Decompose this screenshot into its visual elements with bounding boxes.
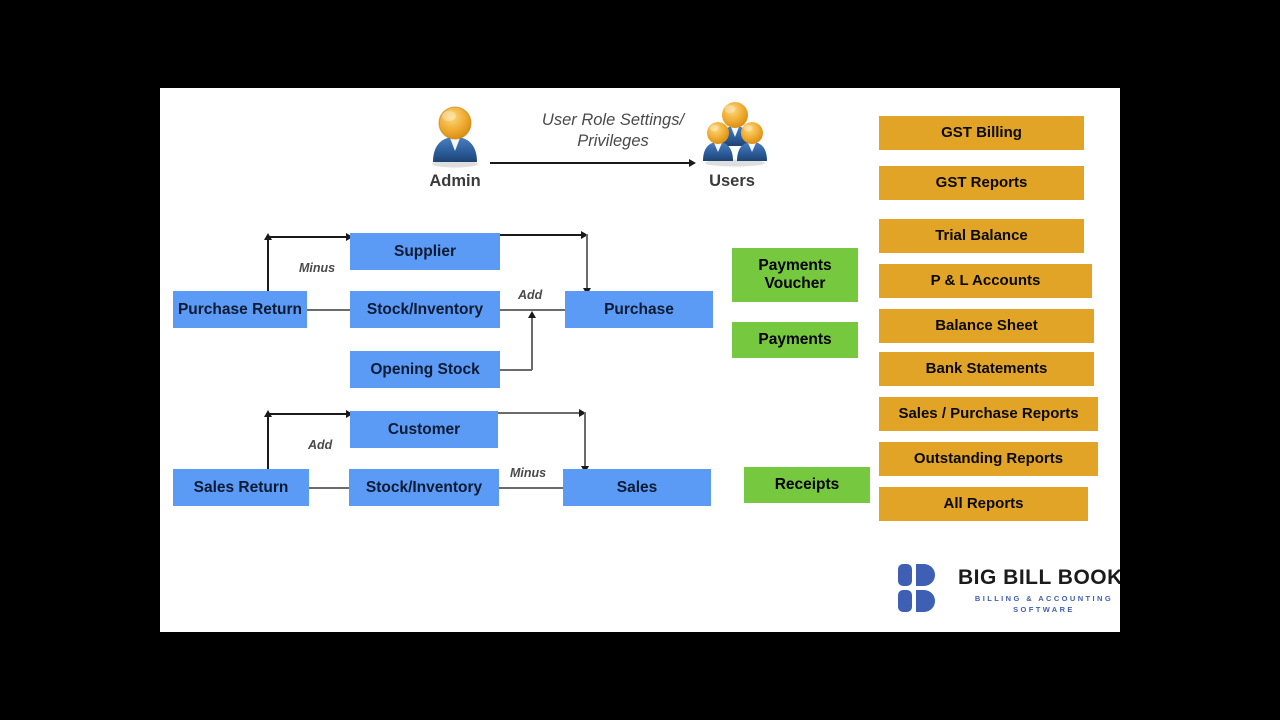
report-outstanding-reports[interactable]: Outstanding Reports — [879, 442, 1098, 476]
node-supplier-label: Supplier — [393, 242, 456, 260]
node-customer-label: Customer — [387, 420, 461, 438]
report-bank-statements-label: Bank Statements — [925, 360, 1048, 378]
node-purchase[interactable]: Purchase — [565, 291, 713, 328]
node-opening-stock-label: Opening Stock — [370, 360, 480, 378]
customer-to-sales-head — [579, 409, 586, 417]
purchase-return-to-supplier-head — [346, 233, 353, 241]
opening-stock-riser-head — [528, 311, 536, 318]
logo-tagline-line1: BILLING & ACCOUNTING — [974, 594, 1114, 603]
customer-to-sales-line — [498, 412, 583, 414]
stock-to-sales-line — [499, 487, 564, 489]
report-trial-balance[interactable]: Trial Balance — [879, 219, 1084, 253]
node-stock-inventory-purchase[interactable]: Stock/Inventory — [350, 291, 500, 328]
node-purchase-label: Purchase — [604, 300, 674, 318]
edge-label-minus-sales: Minus — [510, 466, 547, 480]
supplier-to-purchase-head — [581, 231, 588, 239]
report-all-reports[interactable]: All Reports — [879, 487, 1088, 521]
purchase-return-riser — [267, 236, 269, 298]
supplier-to-purchase-line — [500, 234, 585, 236]
report-p-and-l-accounts-label: P & L Accounts — [930, 272, 1041, 290]
report-sales-purchase-reports[interactable]: Sales / Purchase Reports — [879, 397, 1098, 431]
report-balance-sheet-label: Balance Sheet — [935, 317, 1038, 335]
report-sales-purchase-reports-label: Sales / Purchase Reports — [898, 405, 1079, 423]
report-all-reports-label: All Reports — [943, 495, 1024, 513]
role-arrow-line — [490, 162, 690, 164]
node-sales-label: Sales — [616, 478, 658, 496]
logo-wordmark: BIG BILL BOOK — [958, 566, 1120, 589]
edge-label-add-purchase: Add — [518, 288, 543, 302]
customer-drop-line — [584, 412, 586, 469]
purchase-return-to-stock-line — [307, 309, 350, 311]
report-outstanding-reports-label: Outstanding Reports — [913, 450, 1064, 468]
edge-label-add-sales: Add — [308, 438, 333, 452]
logo-tagline-line2: SOFTWARE — [1013, 605, 1075, 614]
node-payments-voucher[interactable]: Payments Voucher — [732, 248, 858, 302]
node-stock-inventory-purchase-label: Stock/Inventory — [366, 300, 484, 318]
node-stock-inventory-sales[interactable]: Stock/Inventory — [349, 469, 499, 506]
node-purchase-return-label: Purchase Return — [177, 300, 303, 318]
node-payments[interactable]: Payments — [732, 322, 858, 358]
diagram-canvas: Admin User Role Settings/ Privileges — [160, 88, 1120, 632]
report-bank-statements[interactable]: Bank Statements — [879, 352, 1094, 386]
report-trial-balance-label: Trial Balance — [935, 227, 1028, 245]
report-balance-sheet[interactable]: Balance Sheet — [879, 309, 1094, 343]
opening-stock-line — [500, 369, 532, 371]
logo-mark-icon — [896, 562, 946, 619]
single-user-icon — [428, 104, 482, 168]
node-purchase-return[interactable]: Purchase Return — [173, 291, 307, 328]
brand-logo: BIG BILL BOOK BILLING & ACCOUNTING SOFTW… — [896, 558, 1120, 620]
report-gst-reports[interactable]: GST Reports — [879, 166, 1084, 200]
sales-return-to-stock-line — [309, 487, 350, 489]
node-payments-voucher-label: Payments Voucher — [758, 257, 832, 292]
purchase-return-to-supplier-line — [267, 236, 349, 238]
edge-label-minus-purchase: Minus — [299, 261, 336, 275]
opening-stock-riser — [531, 315, 533, 370]
user-role-caption: User Role Settings/ Privileges — [541, 111, 685, 150]
node-stock-inventory-sales-label: Stock/Inventory — [365, 478, 483, 496]
node-opening-stock[interactable]: Opening Stock — [350, 351, 500, 388]
node-customer[interactable]: Customer — [350, 411, 498, 448]
users-label: Users — [709, 172, 755, 190]
node-receipts[interactable]: Receipts — [744, 467, 870, 503]
sales-return-to-customer-head — [346, 410, 353, 418]
node-sales-return[interactable]: Sales Return — [173, 469, 309, 506]
report-gst-reports-label: GST Reports — [935, 174, 1028, 192]
node-payments-label: Payments — [758, 331, 832, 349]
supplier-drop-line — [586, 234, 588, 291]
stock-to-purchase-line — [500, 309, 566, 311]
sales-return-riser — [267, 413, 269, 475]
node-receipts-label: Receipts — [774, 476, 840, 494]
sales-return-to-customer-line — [267, 413, 349, 415]
node-sales[interactable]: Sales — [563, 469, 711, 506]
admin-label: Admin — [429, 172, 481, 190]
report-gst-billing[interactable]: GST Billing — [879, 116, 1084, 150]
report-p-and-l-accounts[interactable]: P & L Accounts — [879, 264, 1092, 298]
node-supplier[interactable]: Supplier — [350, 233, 500, 270]
report-gst-billing-label: GST Billing — [941, 124, 1022, 142]
node-sales-return-label: Sales Return — [193, 478, 289, 496]
role-arrow-head — [689, 159, 696, 167]
group-users-icon — [700, 100, 770, 168]
